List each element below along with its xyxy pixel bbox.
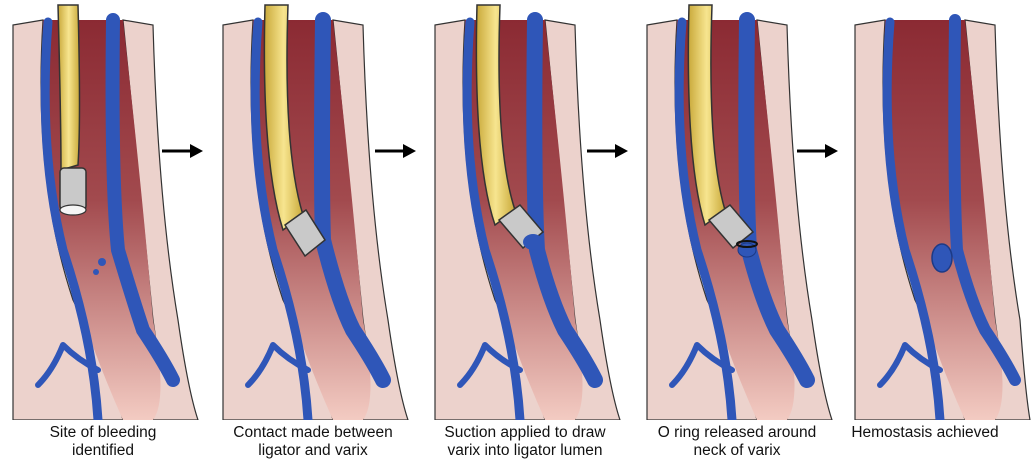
caption-step-1: Site of bleeding identified xyxy=(49,424,157,459)
banded-varix xyxy=(931,243,953,273)
ligator-opening xyxy=(59,204,87,216)
lumen xyxy=(884,20,1003,420)
arrow-icon xyxy=(797,144,838,158)
blood-drop xyxy=(93,269,99,275)
varix-branch xyxy=(669,342,735,388)
arrow-icon xyxy=(587,144,628,158)
endoscope xyxy=(57,4,81,172)
panel-bleeding-site xyxy=(12,4,199,420)
caption-step-4: O ring released around neck of varix xyxy=(657,424,817,459)
varix xyxy=(105,13,180,387)
blood-drop xyxy=(98,258,106,266)
vein xyxy=(948,14,1021,386)
panel-o-ring xyxy=(646,4,833,420)
panel-hemostasis xyxy=(854,14,1031,420)
banded-varix xyxy=(737,242,757,258)
ligator-cap xyxy=(707,203,755,250)
suctioned-varix xyxy=(523,234,543,250)
varix xyxy=(738,12,815,388)
o-ring xyxy=(736,240,758,248)
ligator-cap xyxy=(283,208,326,258)
varix xyxy=(526,12,603,388)
varix-branch xyxy=(35,342,101,388)
varix-branch xyxy=(457,342,523,388)
varix-branch xyxy=(877,342,943,388)
panel-contact xyxy=(222,4,409,420)
caption-step-5: Hemostasis achieved xyxy=(851,424,999,441)
caption-step-2: Contact made between ligator and varix xyxy=(233,424,393,459)
ligator-cap xyxy=(59,167,87,211)
caption-step-3: Suction applied to draw varix into ligat… xyxy=(444,424,606,459)
varix xyxy=(314,12,391,388)
arrow-icon xyxy=(375,144,416,158)
panel-suction xyxy=(434,4,621,420)
varix-branch xyxy=(245,342,311,388)
arrow-icon xyxy=(162,144,203,158)
